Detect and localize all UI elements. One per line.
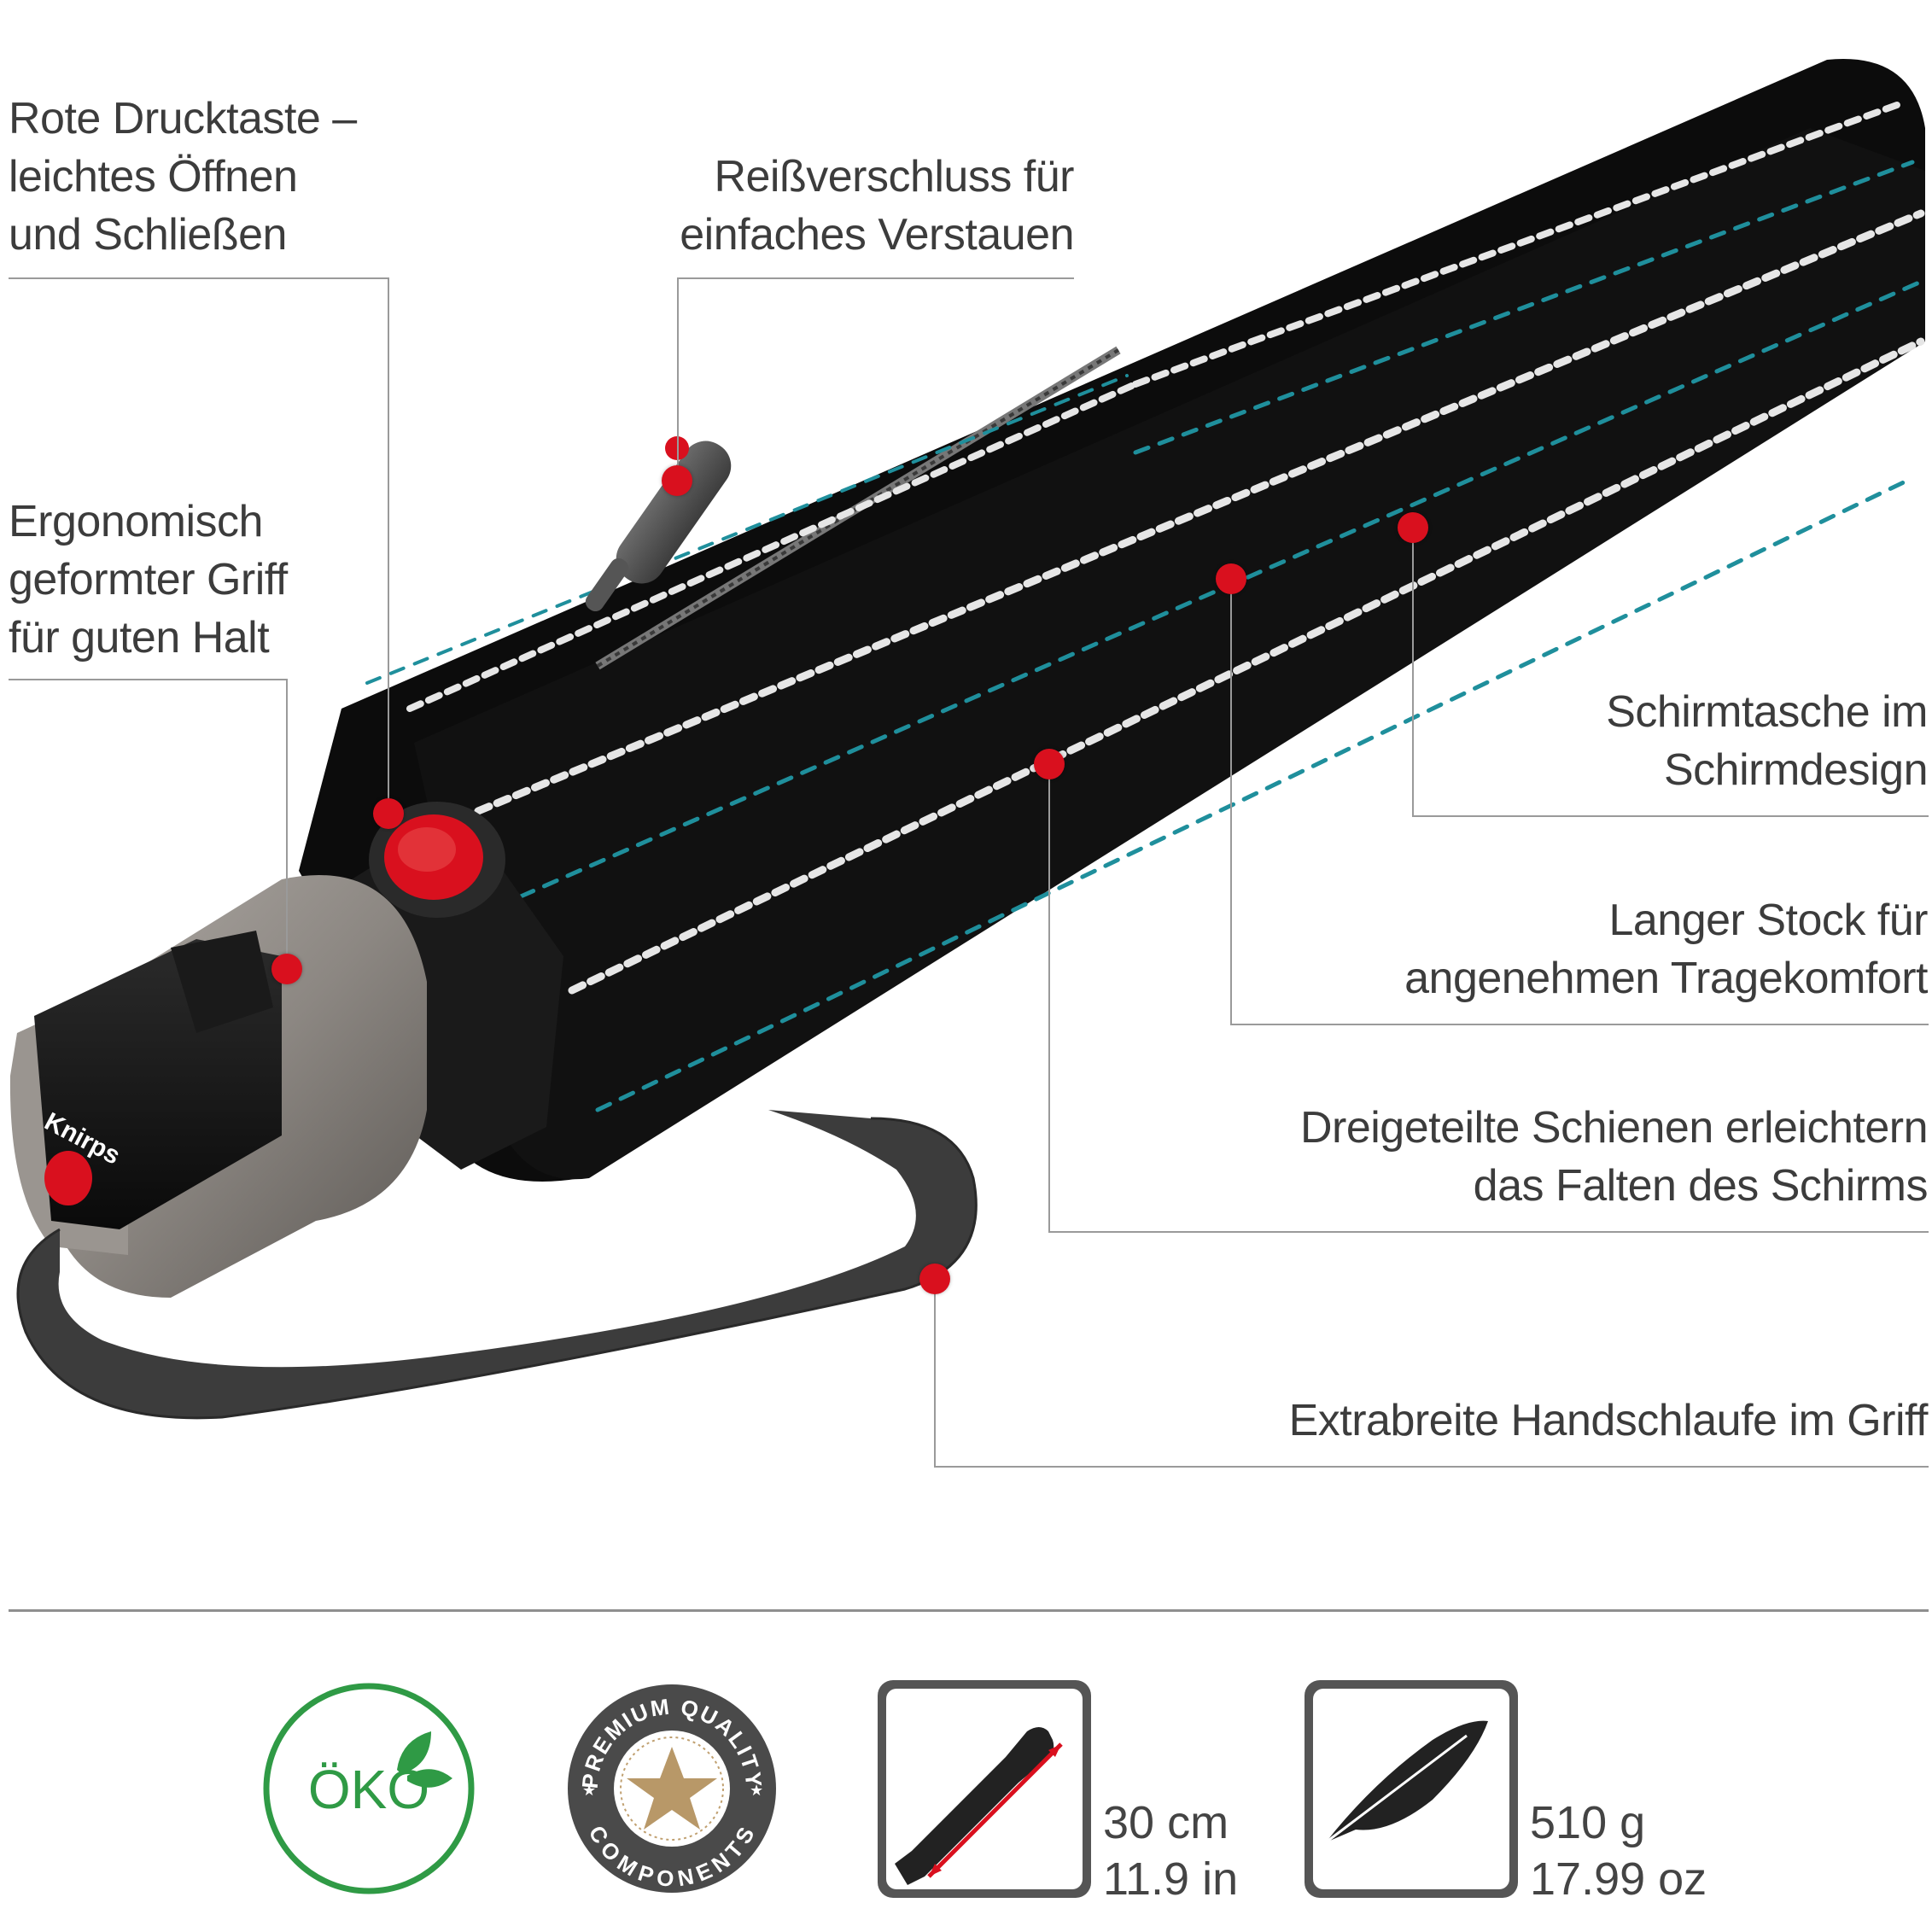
svg-text:★: ★ [582,1782,596,1799]
callout-line-button-v [388,277,389,814]
callout-line-ribs-v [1048,764,1050,1232]
callout-dot-shaft [1216,563,1246,594]
callout-dot-case [1398,512,1428,543]
callout-label-case: Schirmtasche im Schirmdesign [1606,687,1928,795]
callout-line-grip-h [9,679,287,680]
callout-line-case-v [1412,528,1414,816]
callout-line-grip-v [286,679,288,969]
callout-label-button: Rote Drucktaste – leichtes Öffnen und Sc… [9,94,357,260]
eco-badge-icon: ÖKO [263,1683,475,1894]
callout-line-zipper-v [677,277,679,474]
callout-dot-button [373,798,404,829]
premium-quality-badge-icon: PREMIUM QUALITY COMPONENTS ★ ★ [568,1684,776,1893]
length-icon [878,1680,1091,1898]
callout-line-zipper-h [677,277,1074,279]
callout-line-case-h [1412,815,1929,817]
callout-label-ribs: Dreigeteilte Schienen erleichtern das Fa… [1299,1103,1929,1211]
callout-dot-zipper [662,465,692,496]
callout-line-shaft-h [1230,1024,1929,1025]
callout-dot-grip [271,954,302,984]
svg-text:★: ★ [750,1782,763,1799]
callout-line-strap-v [934,1279,936,1467]
callout-line-button-h [9,277,388,279]
callout-label-shaft: Langer Stock für angenehmen Tragekomfort [1404,896,1928,1003]
callout-dot-ribs [1034,749,1065,779]
section-divider [9,1609,1929,1612]
weight-spec: 510 g 17.99 oz [1530,1797,1707,1905]
length-spec: 30 cm 11.9 in [1103,1797,1239,1905]
callout-line-shaft-v [1230,579,1232,1024]
callout-label-grip: Ergonomisch geformter Griff für guten Ha… [9,497,288,662]
callout-line-ribs-h [1048,1231,1929,1233]
feather-icon [1305,1680,1518,1898]
callout-label-zipper: Reißverschluss für einfaches Verstauen [680,152,1074,260]
callout-label-strap: Extrabreite Handschlaufe im Griff [1288,1396,1929,1445]
callout-dot-strap [919,1264,950,1294]
callout-line-strap-h [934,1466,1929,1468]
